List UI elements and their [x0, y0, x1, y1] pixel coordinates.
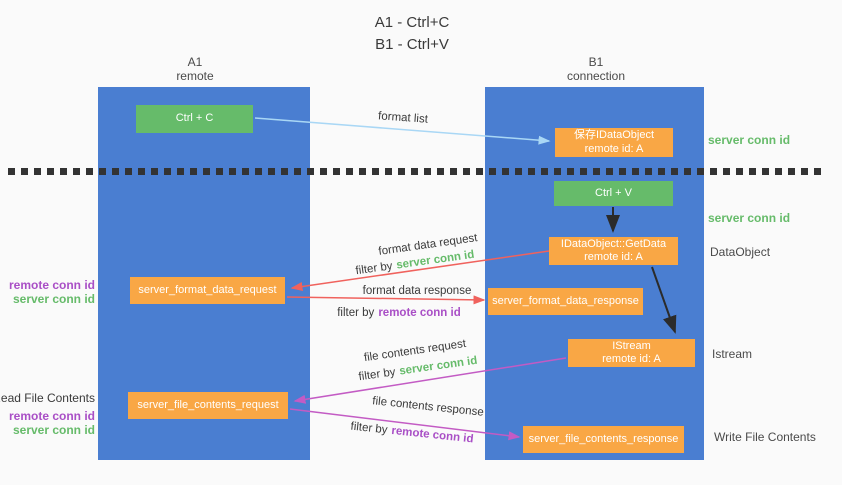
node-format-response-label: server_format_data_response [492, 294, 639, 307]
node-idataobject-getdata: IDataObject::GetData remote id: A [549, 237, 678, 265]
node-getdata-line1: IDataObject::GetData [560, 237, 667, 250]
node-ctrl-v-label: Ctrl + V [595, 186, 632, 199]
arrow-file-contents-response [289, 408, 521, 441]
column-a1-role: remote [176, 69, 214, 84]
column-b1-name: B1 [588, 55, 604, 69]
node-istream-line1: IStream [612, 339, 651, 352]
node-ctrl-c-label: Ctrl + C [175, 112, 214, 125]
node-server-file-contents-request: server_file_contents_request [128, 392, 288, 419]
left-remote-conn-id-label-1: remote conn id [8, 278, 95, 292]
left-server-conn-id-label-1: server conn id [12, 292, 95, 306]
diagram-title: A1 - Ctrl+C B1 - Ctrl+V [0, 12, 824, 56]
right-server-conn-id-label-2: server conn id [708, 211, 791, 225]
node-getdata-line2: remote id: A [584, 251, 643, 263]
left-remote-conn-id-label-2: remote conn id [8, 409, 95, 423]
arrow-file-contents-request [293, 357, 567, 404]
column-b1-role: connection [566, 69, 626, 84]
remote-conn-id-label: remote conn id [378, 307, 461, 319]
node-ctrl-c: Ctrl + C [136, 105, 253, 133]
node-save-idataobject-line2: remote id: A [584, 142, 644, 155]
node-server-format-data-request: server_format_data_request [130, 277, 285, 304]
node-ctrl-v: Ctrl + V [554, 181, 673, 206]
title-line-2: B1 - Ctrl+V [375, 35, 449, 53]
node-server-format-data-response: server_format_data_response [488, 288, 643, 315]
node-save-idataobject: 保存IDataObject remote id: A [555, 128, 673, 157]
node-format-request-label: server_format_data_request [138, 283, 277, 296]
node-istream-line2: remote id: A [602, 353, 661, 365]
istream-label: Istream [712, 347, 753, 361]
node-file-response-label: server_file_contents_response [528, 432, 679, 445]
title-line-1: A1 - Ctrl+C [374, 14, 450, 31]
node-istream: IStream remote id: A [568, 339, 695, 367]
filter-by-label: filter by [337, 307, 375, 319]
session-divider-dotted-line [8, 168, 825, 175]
arrow-format-list [254, 117, 551, 145]
edge-label-format-data-response: format data response [362, 285, 472, 297]
arrow-format-data-response [286, 295, 486, 305]
node-server-file-contents-response: server_file_contents_response [523, 426, 684, 453]
read-file-contents-label: Read File Contents [0, 391, 95, 405]
node-file-request-label: server_file_contents_request [137, 398, 279, 411]
node-save-idataobject-line1: 保存IDataObject [573, 129, 655, 142]
arrow-getdata-to-istream [651, 266, 677, 334]
arrow-format-data-request [290, 250, 550, 291]
dataobject-label: DataObject [710, 245, 771, 259]
column-a1-name: A1 [187, 55, 203, 69]
left-server-conn-id-label-2: server conn id [12, 423, 95, 437]
right-server-conn-id-label-1: server conn id [708, 133, 791, 147]
column-header-a1: A1 remote [135, 55, 255, 84]
column-header-b1: B1 connection [536, 55, 656, 84]
write-file-contents-label: Write File Contents [714, 430, 816, 444]
